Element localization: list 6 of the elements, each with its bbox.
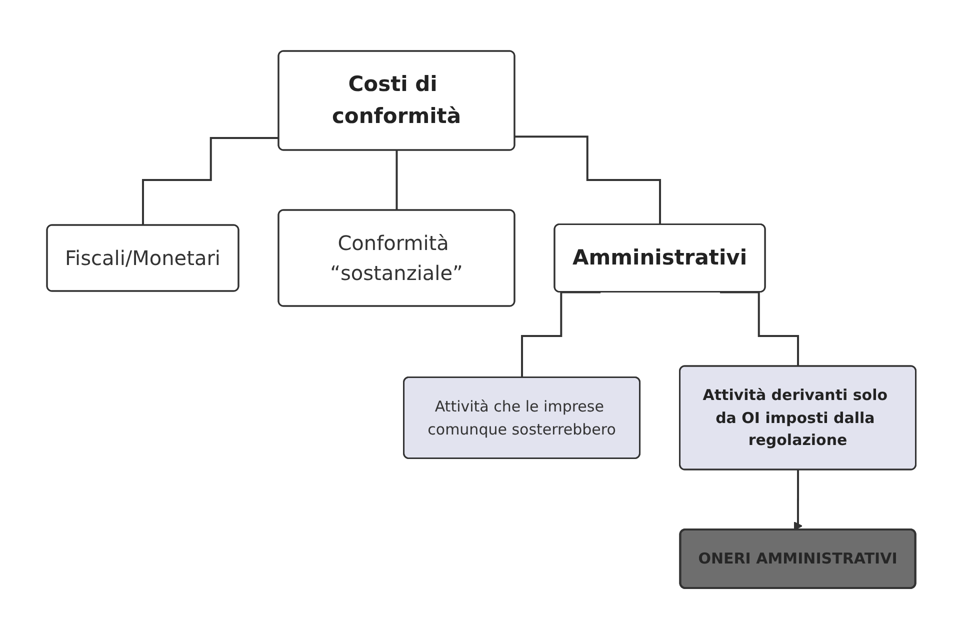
arrow xyxy=(793,469,802,530)
connector xyxy=(720,291,799,368)
connector xyxy=(514,136,661,226)
connector xyxy=(395,150,398,212)
connector xyxy=(142,136,279,226)
connector xyxy=(520,291,600,379)
